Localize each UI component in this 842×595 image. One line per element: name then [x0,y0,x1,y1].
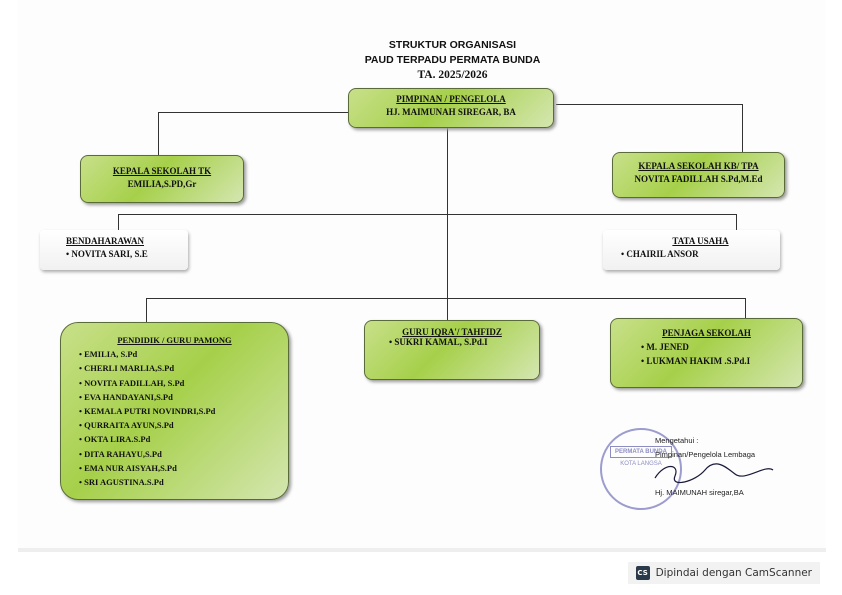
guru-iqra-box: GURU IQRA'/ TAHFIDZ SUKRI KAMAL, S.Pd.I [364,320,540,380]
box-heading: BENDAHARAWAN [66,236,145,246]
box-heading: PENDIDIK / GURU PAMONG [117,335,232,345]
list-item: SRI AGUSTINA.S.Pd [79,475,288,489]
connector [146,298,746,299]
chart-title: STRUKTUR ORGANISASI PAUD TERPADU PERMATA… [330,38,575,83]
title-line: STRUKTUR ORGANISASI [388,39,517,51]
institution-stamp: PERMATA BUNDA KOTA LANGSA [600,428,682,510]
title-line: TA. 2025/2026 [417,69,488,81]
list-item: M. JENED [641,340,802,354]
box-name: NOVITA SARI, S.E [66,249,188,259]
box-heading: KEPALA SEKOLAH KB/ TPA [638,161,759,171]
connector [158,112,159,155]
list-item: LUKMAN HAKIM .S.Pd.I [641,354,802,368]
connector [158,112,348,113]
box-name: SUKRI KAMAL, S.Pd.I [389,337,539,347]
camscanner-logo-icon: CS [635,566,650,580]
footer-text: Dipindai dengan CamScanner [655,567,812,579]
box-heading: GURU IQRA'/ TAHFIDZ [402,327,502,337]
page-edge [18,548,826,552]
camscanner-footer: CS Dipindai dengan CamScanner [627,562,820,584]
box-heading: PIMPINAN / PENGELOLA [396,94,506,104]
signature-scribble [654,463,774,484]
signature-block: Mengetahui : Pimpinan/Pengelola Lembaga … [654,434,775,500]
connector [447,298,448,320]
ack-name: Hj. MAIMUNAH siregar,BA [655,488,744,497]
teacher-list: EMILIA, S.PdCHERLI MARLIA,S.PdNOVITA FAD… [79,347,288,489]
penjaga-box: PENJAGA SEKOLAH M. JENEDLUKMAN HAKIM .S.… [610,318,803,388]
connector [447,128,448,298]
tata-usaha-box: TATA USAHA CHAIRIL ANSOR [603,230,780,270]
bendahara-box: BENDAHARAWAN NOVITA SARI, S.E [40,230,188,270]
connector [556,104,742,105]
kepala-tk-box: KEPALA SEKOLAH TK EMILIA,S.PD,Gr [80,155,244,203]
guard-list: M. JENEDLUKMAN HAKIM .S.Pd.I [641,340,802,368]
title-line: PAUD TERPADU PERMATA BUNDA [364,54,541,66]
connector [118,214,119,230]
connector [745,298,746,318]
connector [736,214,737,230]
connector [742,104,743,152]
kepala-kb-box: KEPALA SEKOLAH KB/ TPA NOVITA FADILLAH S… [612,152,785,198]
pimpinan-box: PIMPINAN / PENGELOLA HJ. MAIMUNAH SIREGA… [348,88,554,128]
connector [118,214,736,215]
list-item: CHERLI MARLIA,S.Pd [79,361,288,375]
box-heading: PENJAGA SEKOLAH [662,328,751,338]
list-item: EMA NUR AISYAH,S.Pd [79,461,288,475]
box-name: HJ. MAIMUNAH SIREGAR, BA [386,107,516,117]
list-item: EVA HANDAYANI,S.Pd [79,390,288,404]
list-item: OKTA LIRA.S.Pd [79,432,288,446]
list-item: QURRAITA AYUN,S.Pd [79,418,288,432]
box-name: CHAIRIL ANSOR [621,249,780,259]
connector [146,298,147,322]
ack-label: Mengetahui : [655,436,699,445]
list-item: NOVITA FADILLAH, S.Pd [79,376,288,390]
pendidik-box: PENDIDIK / GURU PAMONG EMILIA, S.PdCHERL… [60,322,289,500]
box-heading: TATA USAHA [672,236,729,246]
list-item: EMILIA, S.Pd [79,347,288,361]
list-item: DITA RAHAYU,S.Pd [79,447,288,461]
list-item: KEMALA PUTRI NOVINDRI,S.Pd [79,404,288,418]
box-heading: KEPALA SEKOLAH TK [112,166,212,176]
ack-role: Pimpinan/Pengelola Lembaga [655,450,756,459]
box-name: NOVITA FADILLAH S.Pd,M.Ed [634,174,763,184]
box-name: EMILIA,S.PD,Gr [127,179,197,189]
